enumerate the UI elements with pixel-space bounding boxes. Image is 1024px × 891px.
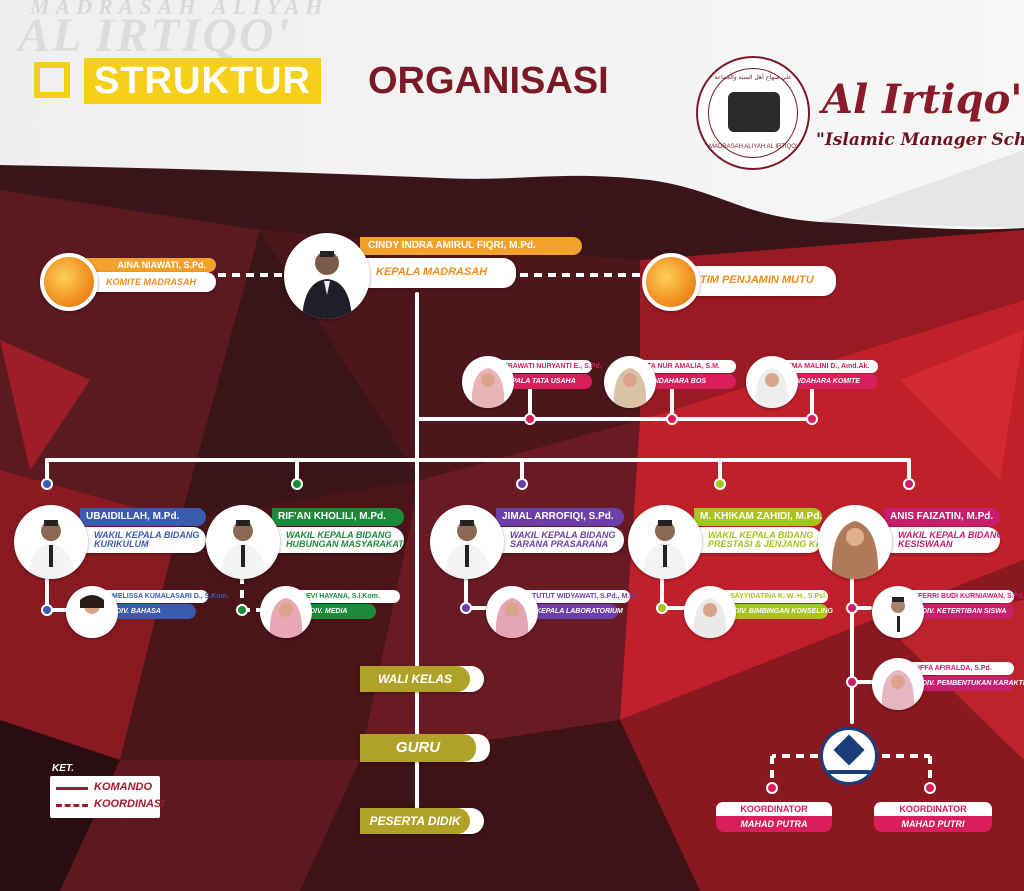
wakil-name-5: ANIS FAIZATIN, M.Pd. — [884, 508, 1000, 526]
wakil-photo-4 — [628, 505, 702, 579]
wakil-name-3: JIMAL ARROFIQI, S.Pd. — [496, 508, 624, 526]
legend-solid-line-icon — [56, 787, 88, 790]
wakil-name-4: M. KHIKAM ZAHIDI, M.Pd. — [694, 508, 822, 526]
watermark-school: AL IRTIQO' — [18, 9, 291, 62]
wakil-photo-3 — [430, 505, 504, 579]
chain-peserta-didik: PESERTA DIDIK — [360, 808, 484, 834]
wakil-role-1-line2: KURIKULUM — [94, 539, 149, 549]
divisi-name-2: EVI HAYANA, S.I.Kom. — [300, 590, 400, 603]
staff-photo-2 — [604, 356, 656, 408]
koordinator-putri-unit: MAHAD PUTRI — [874, 816, 992, 832]
divisi-role-1: DIV. BAHASA — [106, 604, 196, 619]
divisi-photo-4 — [684, 586, 736, 638]
wakil-role-1-line1: WAKIL KEPALA BIDANG — [94, 530, 200, 540]
divisi-photo-3 — [486, 586, 538, 638]
staff-role-1: KEPALA TATA USAHA — [492, 374, 592, 389]
head-photo — [284, 233, 370, 319]
divisi-name-6: IFFA AFIRALDA, S.Pd. — [912, 662, 1014, 675]
legend-koordinasi: KOORDINASI — [94, 798, 165, 810]
divisi-name-3: TUTUT WIDYAWATI, S.Pd., M.Si. — [526, 590, 638, 603]
page-title: ORGANISASI — [368, 60, 609, 102]
komite-role: KOMITE MADRASAH — [70, 272, 216, 292]
head-role: KEPALA MADRASAH — [360, 258, 516, 288]
divisi-role-4: DIV. BIMBINGAN KONSELING — [724, 604, 833, 619]
koordinator-putri-title: KOORDINATOR — [874, 802, 992, 816]
watermark-top: MADRASAH ALIYAH — [30, 0, 329, 19]
tim-mutu-role: TIM PENJAMIN MUTU — [676, 266, 836, 296]
divisi-photo-5 — [872, 586, 924, 638]
koordinator-putra-unit: MAHAD PUTRA — [716, 816, 832, 832]
chain-guru-label: GURU — [360, 734, 476, 762]
logo-caption: MADRASAH ALIYAH AL IRTIQO' — [708, 144, 798, 150]
legend-dashed-line-icon — [56, 804, 88, 807]
school-logo: علي منهاج أهل السنة والجماعة MADRASAH AL… — [696, 56, 810, 170]
title-square-icon — [34, 62, 70, 98]
chain-guru: GURU — [360, 734, 490, 762]
chain-peserta-didik-label: PESERTA DIDIK — [360, 808, 470, 834]
wakil-photo-2 — [206, 505, 280, 579]
koordinator-putra-title: KOORDINATOR — [716, 802, 832, 816]
chain-wali-kelas-label: WALI KELAS — [360, 666, 470, 692]
divisi-name-1: MELISSA KUMALASARI D., S.Kom. — [106, 590, 229, 603]
legend-title: KET. — [52, 763, 75, 774]
wakil-role-4-line1: WAKIL KEPALA BIDANG — [708, 530, 814, 540]
staff-photo-3 — [746, 356, 798, 408]
divisi-role-3: KEPALA LABORATORIUM — [526, 604, 623, 619]
page-title-highlight: STRUKTUR — [84, 58, 321, 104]
brand-tagline: "Islamic Manager School" — [816, 130, 1024, 150]
staff-role-3: BENDAHARA KOMITE — [776, 374, 878, 389]
wakil-role-2-line2: HUBUNGAN MASYARAKAT — [286, 539, 404, 549]
divisi-photo-1 — [66, 586, 118, 638]
wakil-role-5-line1: WAKIL KEPALA BIDANG — [898, 530, 1004, 540]
staff-name-1: HERAWATI NURYANTI E., S.Pd. — [492, 360, 602, 373]
mahad-logo-icon — [820, 727, 878, 785]
brand-name: Al Irtiqo' — [822, 76, 1023, 123]
divisi-photo-2 — [260, 586, 312, 638]
wakil-role-4-line2: PRESTASI & JENJANG KARIR — [708, 539, 838, 549]
divisi-role-2: DIV. MEDIA — [300, 604, 376, 619]
tim-mutu-orb-icon — [642, 253, 700, 311]
wakil-role-5-line2: KESISWAAN — [898, 539, 953, 549]
divisi-photo-6 — [872, 658, 924, 710]
chain-wali-kelas: WALI KELAS — [360, 666, 484, 692]
wakil-role-3-line1: WAKIL KEPALA BIDANG — [510, 530, 616, 540]
head-name: CINDY INDRA AMIRUL FIQRI, M.Pd. — [360, 237, 582, 255]
staff-role-2: BENDAHARA BOS — [634, 374, 736, 389]
legend-komando: KOMANDO — [94, 781, 153, 793]
staff-name-3: HEMA MALINI D., Amd.Ak. — [776, 360, 878, 373]
wakil-name-1: UBAIDILLAH, M.Pd. — [80, 508, 206, 526]
divisi-name-5: FERRI BUDI KURNIAWAN, S.Pd. — [912, 590, 1024, 603]
wakil-role-3-line2: SARANA PRASARANA — [510, 539, 609, 549]
komite-orb-icon — [40, 253, 98, 311]
wakil-role-2-line1: WAKIL KEPALA BIDANG — [286, 530, 392, 540]
staff-photo-1 — [462, 356, 514, 408]
legend: KOMANDO KOORDINASI — [50, 776, 164, 818]
logo-calligraphy-icon — [728, 92, 780, 132]
divisi-role-6: DIV. PEMBENTUKAN KARAKTER — [912, 676, 1024, 691]
divisi-name-4: SAYYIDATINA K. W. H., S.Psi. — [724, 590, 828, 603]
divisi-role-5: DIV. KETERTIBAN SISWA — [912, 604, 1014, 619]
wakil-name-2: RIF'AN KHOLILI, M.Pd. — [272, 508, 404, 526]
komite-name: AINA NIAWATI, S.Pd. — [80, 258, 216, 272]
logo-arabic-text: علي منهاج أهل السنة والجماعة — [714, 74, 792, 81]
wakil-photo-5 — [818, 505, 892, 579]
wakil-photo-1 — [14, 505, 88, 579]
staff-name-2: NITA NUR AMALIA, S.M. — [634, 360, 736, 373]
